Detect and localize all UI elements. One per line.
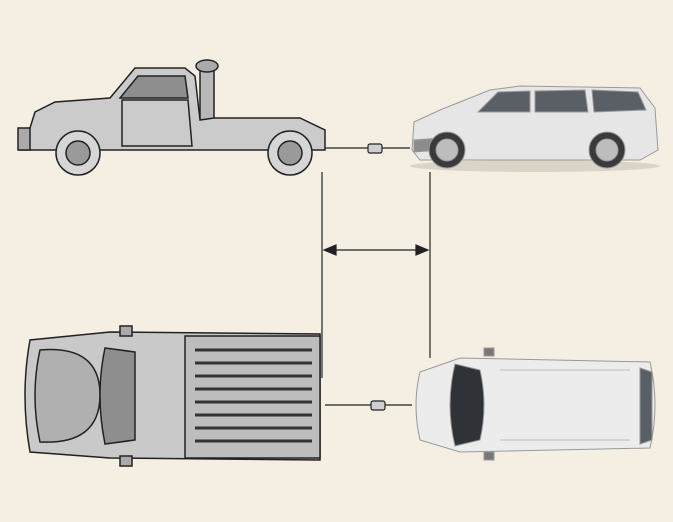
tow-cable-side — [325, 143, 410, 154]
tow-cable-top — [325, 400, 412, 411]
pickup-top-icon — [24, 325, 321, 467]
minivan-side-icon — [410, 85, 660, 172]
distance-arrow-icon — [321, 172, 431, 378]
tow-truck-side-icon — [17, 59, 326, 176]
minivan-top-icon — [415, 347, 656, 461]
